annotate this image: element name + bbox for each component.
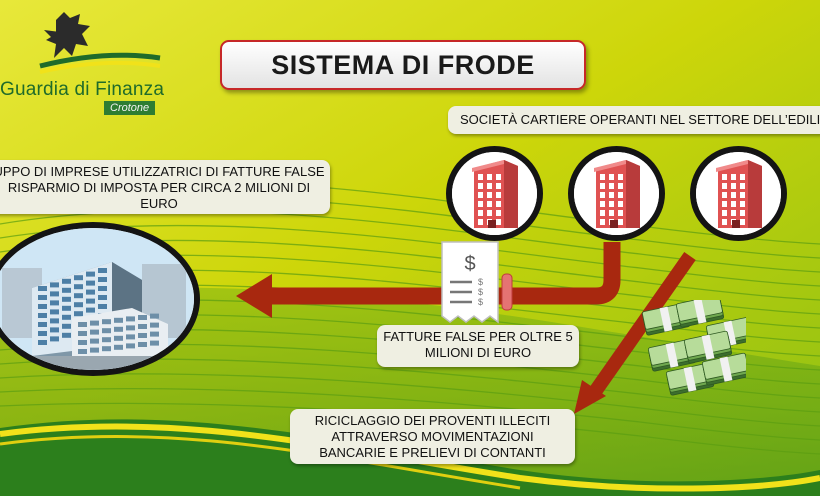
logo-name: Guardia di Finanza — [0, 79, 165, 100]
company-circle-2 — [568, 146, 665, 241]
arrow-icon — [268, 242, 621, 305]
label-gruppo-line-1: UPPO DI IMPRESE UTILIZZATRICI DI FATTURE… — [0, 164, 325, 179]
label-societa-text: SOCIETÀ CARTIERE OPERANTI NEL SETTORE DE… — [460, 112, 820, 127]
label-ric-line-3: BANCARIE E PRELIEVI DI CONTANTI — [319, 445, 546, 460]
invoice-dollar-icon: $ $$$ — [441, 241, 513, 324]
label-ric-line-1: RICICLAGGIO DEI PROVENTI ILLECITI — [314, 413, 551, 428]
company-circle-1 — [446, 146, 543, 241]
label-gruppo-line-3: EURO — [140, 196, 178, 211]
headquarters-circle — [0, 222, 200, 376]
svg-text:$: $ — [478, 277, 483, 287]
label-societa-cartiere: SOCIETÀ CARTIERE OPERANTI NEL SETTORE DE… — [448, 106, 820, 134]
apartment-building-icon — [696, 152, 781, 235]
logo-city: Crotone — [104, 101, 156, 115]
svg-text:$: $ — [478, 297, 483, 307]
label-ric-line-2: ATTRAVERSO MOVIMENTAZIONI — [331, 429, 534, 444]
arrow-down-head-icon — [574, 380, 606, 414]
logo: Guardia di Finanza Crotone — [0, 8, 170, 118]
label-gruppo-line-2: RISPARMIO DI IMPOSTA PER CIRCA 2 MILIONI… — [7, 180, 311, 195]
arrow-down-icon — [586, 251, 696, 401]
svg-text:$: $ — [464, 253, 475, 275]
label-fatture-line-2: MILIONI DI EURO — [424, 345, 532, 360]
svg-text:$: $ — [478, 287, 483, 297]
apartment-building-icon — [452, 152, 537, 235]
title-box: SISTEMA DI FRODE — [220, 40, 586, 90]
page-title: SISTEMA DI FRODE — [271, 49, 535, 80]
label-fatture-false: FATTURE FALSE PER OLTRE 5 MILIONI DI EUR… — [377, 325, 579, 367]
apartment-building-icon — [574, 152, 659, 235]
arrow-head-icon — [236, 274, 272, 318]
griffin-logo-icon — [39, 12, 161, 74]
label-riciclaggio: RICICLAGGIO DEI PROVENTI ILLECITI ATTRAV… — [290, 409, 575, 464]
label-fatture-line-1: FATTURE FALSE PER OLTRE 5 — [383, 329, 573, 344]
company-circle-3 — [690, 146, 787, 241]
office-building-icon — [0, 228, 194, 370]
cash-stack-icon — [641, 300, 746, 396]
label-gruppo-imprese: UPPO DI IMPRESE UTILIZZATRICI DI FATTURE… — [0, 160, 330, 214]
